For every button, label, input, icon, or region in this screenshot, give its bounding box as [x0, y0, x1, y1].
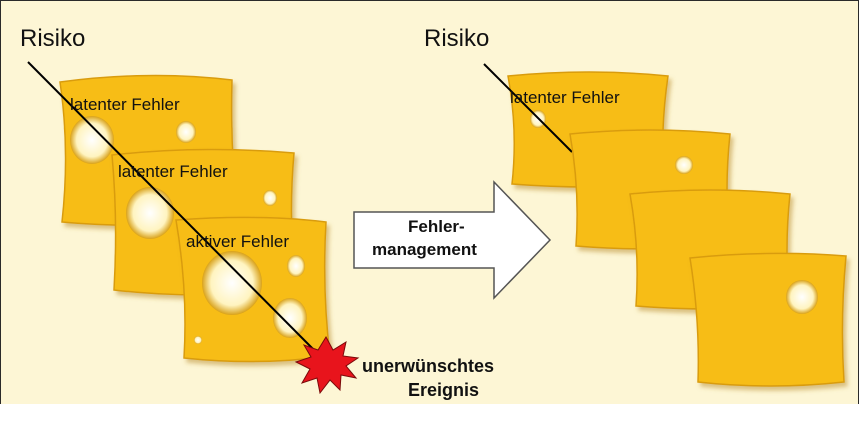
hole: [202, 251, 262, 315]
arrow-label-line2: management: [372, 240, 477, 259]
left-slice-1-label: latenter Fehler: [70, 95, 180, 114]
hole: [287, 255, 305, 277]
right-slice-1-label: latenter Fehler: [510, 88, 620, 107]
risk-trajectory-line: [27, 61, 319, 355]
left-slice-2-label: latenter Fehler: [118, 162, 228, 181]
bottom-margin: [0, 404, 859, 421]
hole: [675, 156, 693, 174]
outcome-label-line2: Ereignis: [408, 380, 480, 400]
fehlermanagement-arrow: [353, 180, 552, 300]
risk-trajectory-line-blocked: [483, 63, 573, 153]
right-risk-label: Risiko: [424, 25, 490, 52]
left-risk-label: Risiko: [20, 25, 86, 52]
hole: [273, 298, 307, 338]
hole: [70, 116, 114, 164]
left-slice-3-label: aktiver Fehler: [186, 232, 289, 251]
hole: [176, 121, 196, 143]
outcome-label-line1: unerwünschtes: [362, 356, 495, 376]
hole: [194, 336, 202, 344]
hole: [126, 187, 174, 239]
hole: [263, 190, 277, 206]
arrow-label-line1: Fehler-: [408, 217, 465, 236]
explosion-icon: [294, 335, 360, 395]
hole: [786, 280, 818, 314]
right-slice-4: [689, 252, 847, 387]
